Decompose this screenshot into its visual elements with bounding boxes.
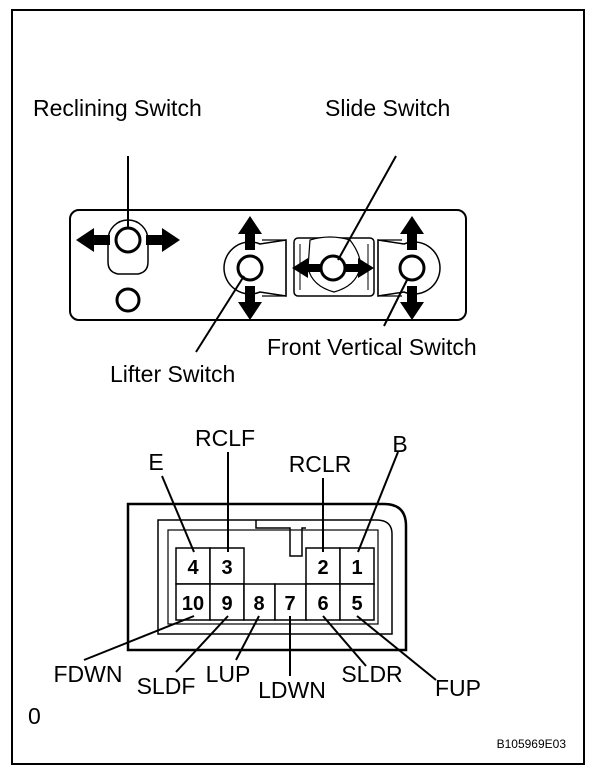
leader-e	[161, 475, 195, 553]
connector: 4 3 2 1 10 9 8 7 6 5 E RCLF RCLR B FDWN …	[54, 425, 481, 703]
pin-number-8: 8	[253, 593, 264, 615]
corner-mark: 0	[28, 703, 41, 729]
slide-switch-label: Slide Switch	[325, 95, 450, 121]
signal-label-lup: LUP	[206, 661, 251, 687]
slide-switch	[292, 236, 375, 297]
slide-leader	[337, 155, 397, 261]
pin-cell-6	[305, 583, 341, 621]
arrow-left-icon	[76, 228, 110, 252]
signal-label-fup: FUP	[435, 675, 481, 701]
signal-label-fdwn: FDWN	[54, 661, 123, 687]
arrow-right-icon	[346, 258, 374, 278]
pin-cell-8	[243, 583, 276, 621]
front-vertical-leader	[383, 277, 409, 327]
figure-frame	[11, 9, 585, 765]
leader-lup	[235, 615, 260, 661]
arrow-down-icon	[238, 286, 262, 320]
signal-label-sldr: SLDR	[341, 661, 402, 687]
lifter-leader	[195, 275, 245, 353]
leader-sldr	[322, 615, 367, 667]
arrow-up-icon	[238, 216, 262, 250]
signal-label-b: B	[392, 431, 407, 457]
arrow-up-icon	[400, 216, 424, 250]
pin-number-7: 7	[284, 593, 295, 615]
leader-fup	[356, 615, 437, 681]
arrow-right-icon	[146, 228, 180, 252]
pin-number-2: 2	[317, 557, 328, 579]
leader-fdwn	[83, 615, 195, 661]
pin-number-10: 10	[182, 593, 204, 615]
front-vertical-switch	[377, 216, 441, 320]
leader-b	[357, 451, 399, 553]
pin-number-1: 1	[351, 557, 362, 579]
slide-knob	[319, 254, 347, 282]
leader-sldf	[175, 615, 229, 673]
lifter-knob	[236, 254, 264, 282]
signal-label-rclr: RCLR	[289, 451, 352, 477]
arrow-left-icon	[292, 258, 320, 278]
signal-label-ldwn: LDWN	[258, 677, 326, 703]
pin-number-6: 6	[317, 593, 328, 615]
pin-number-5: 5	[351, 593, 362, 615]
reclining-lower-knob	[115, 287, 141, 313]
lifter-switch-label: Lifter Switch	[110, 361, 235, 387]
connector-key	[255, 520, 306, 557]
reclining-switch-label: Reclining Switch	[33, 95, 202, 121]
pin-number-9: 9	[221, 593, 232, 615]
arrow-down-icon	[400, 286, 424, 320]
switch-panel: Reclining Switch Slide Switch Lifter Swi…	[33, 95, 477, 387]
pin-number-4: 4	[187, 557, 199, 579]
pin-cell-3	[209, 547, 245, 585]
pin-cell-5	[339, 583, 375, 621]
front-vertical-knob	[398, 254, 426, 282]
signal-label-e: E	[148, 449, 163, 475]
figure-id: B105969E03	[497, 737, 567, 751]
signal-label-rclf: RCLF	[195, 425, 255, 451]
pin-number-3: 3	[221, 557, 232, 579]
pin-cell-9	[209, 583, 245, 621]
reclining-knob	[114, 226, 142, 254]
pin-cell-1	[339, 547, 375, 585]
signal-label-sldf: SLDF	[137, 673, 196, 699]
front-vertical-switch-label: Front Vertical Switch	[267, 334, 477, 360]
pin-cell-10	[175, 583, 211, 621]
reclining-switch	[76, 219, 180, 313]
